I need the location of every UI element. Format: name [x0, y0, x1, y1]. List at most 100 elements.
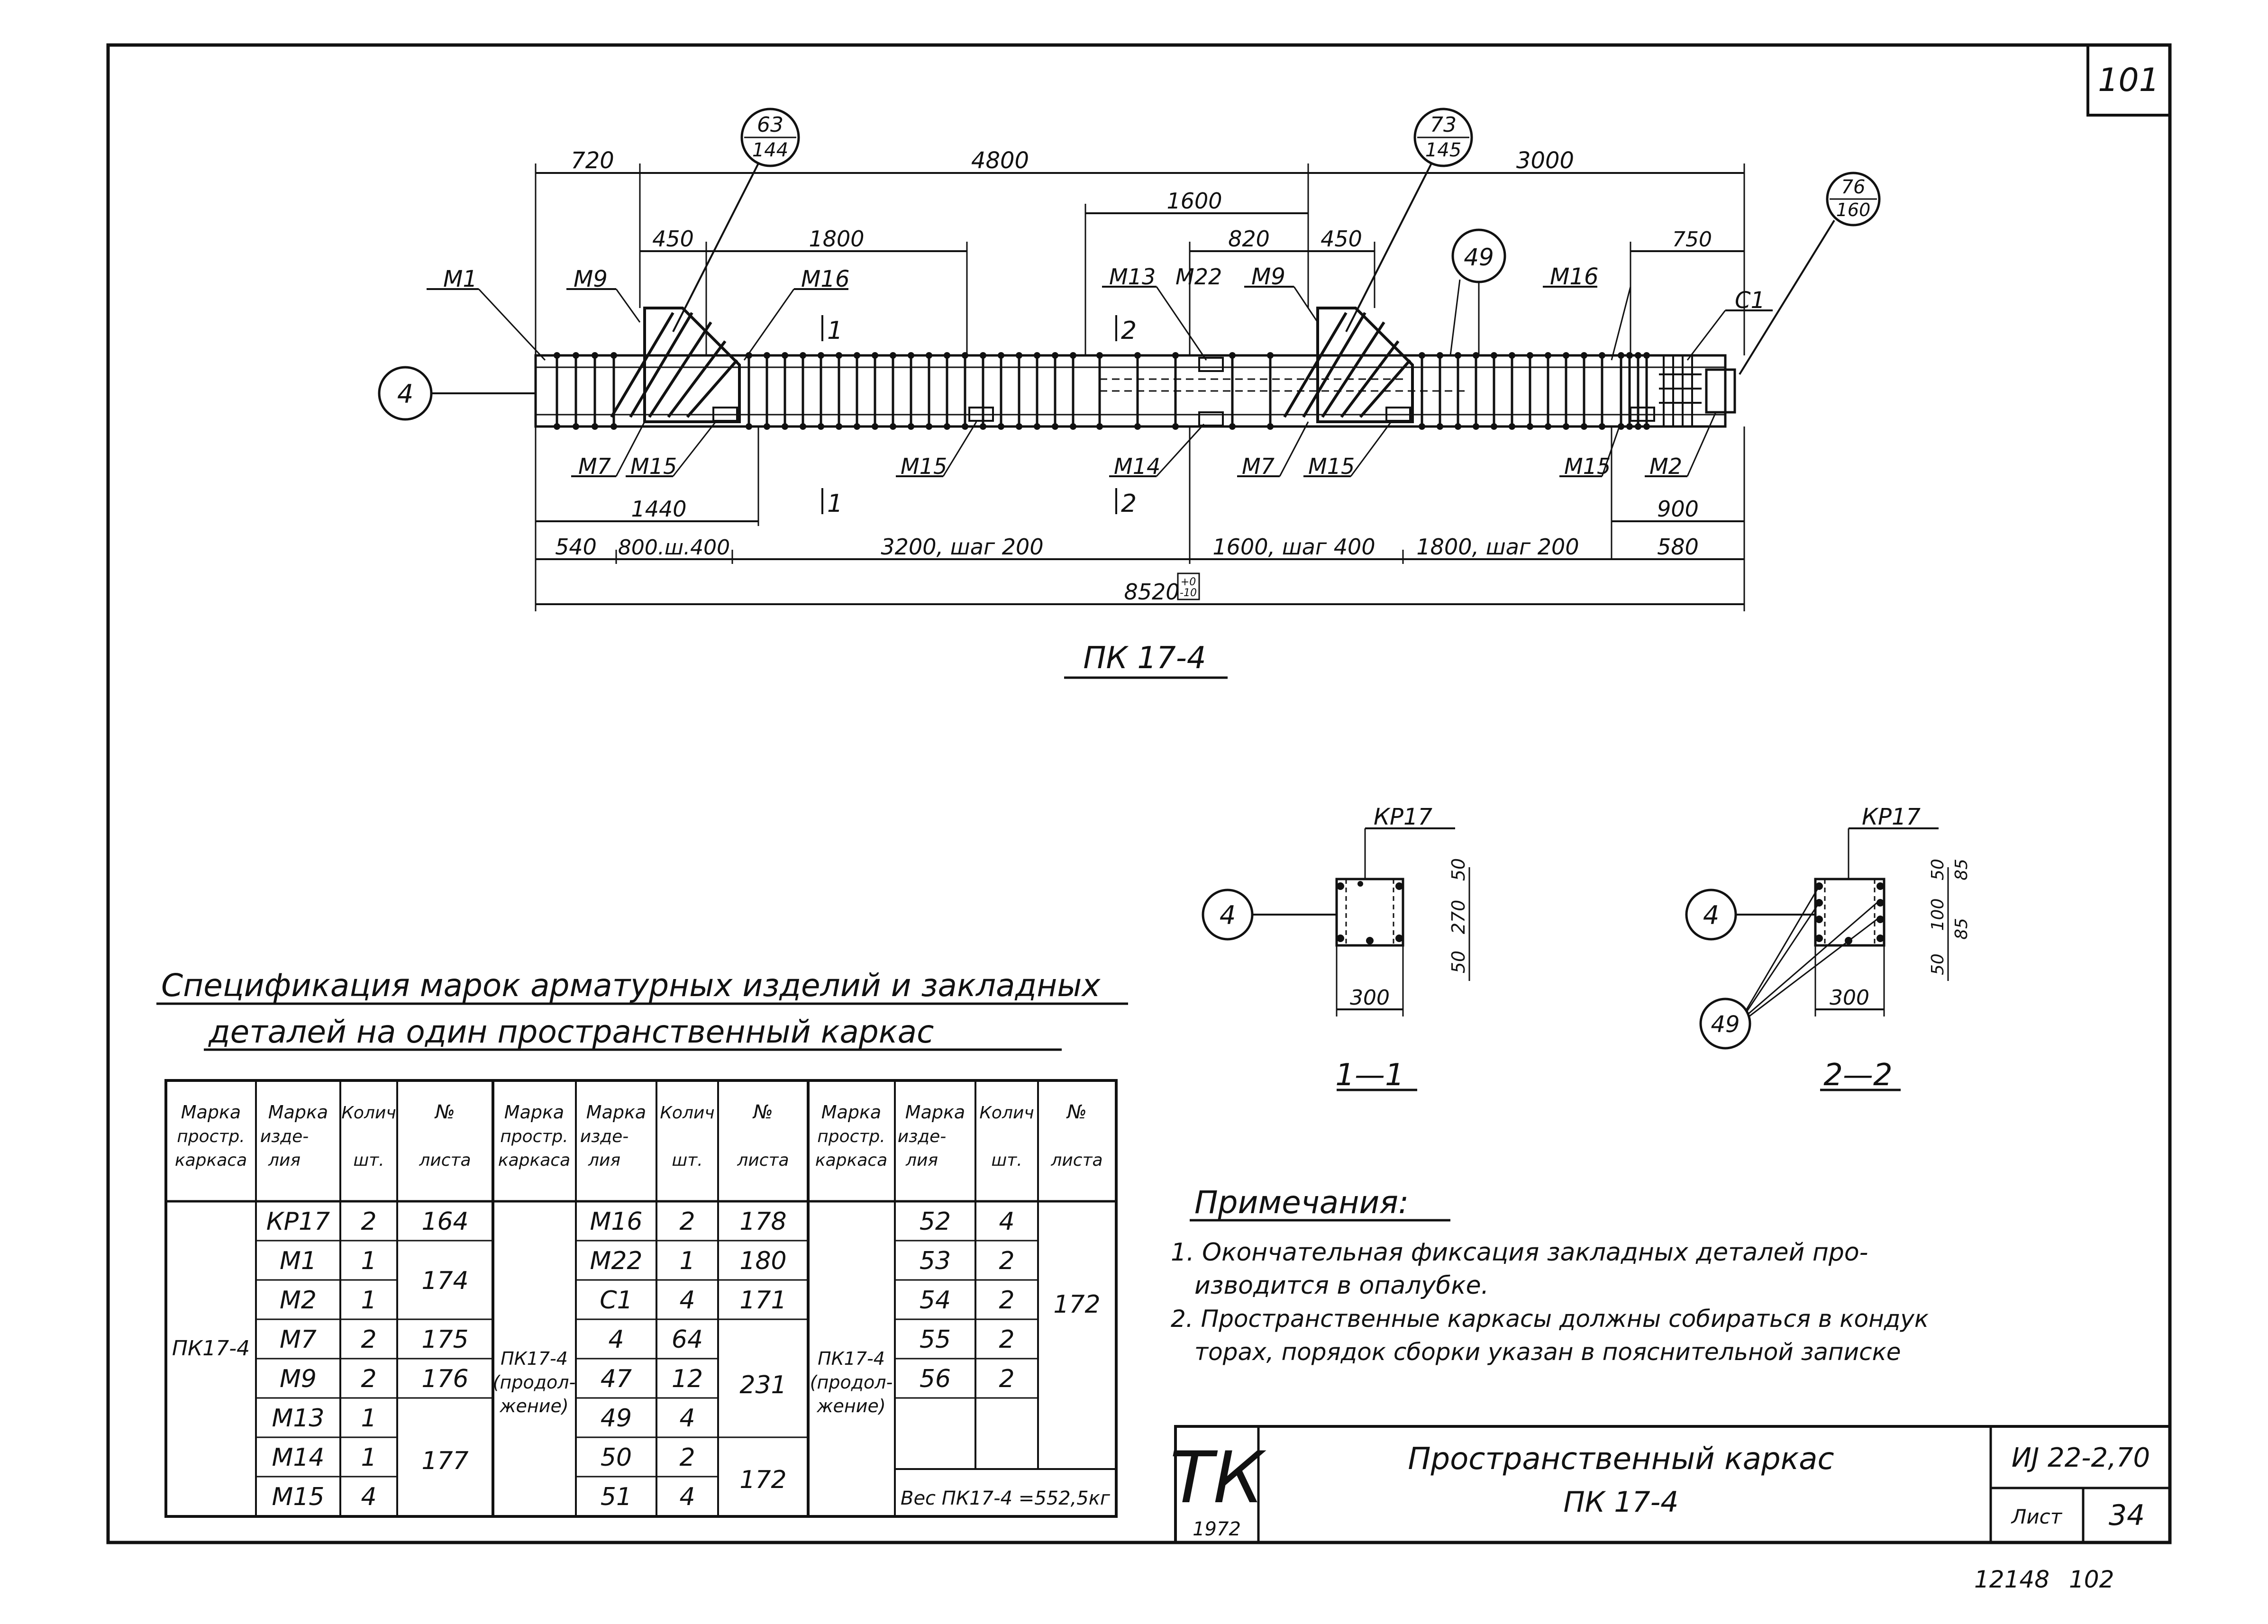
- bar-dot: [944, 352, 950, 359]
- callout-63-bottom: 144: [752, 139, 788, 161]
- bar-dot: [1437, 352, 1443, 359]
- bar-dot: [818, 423, 824, 430]
- cell-qty: 1: [679, 1247, 695, 1275]
- cell-mark: М1: [280, 1247, 317, 1275]
- bar-dot: [962, 423, 968, 430]
- note-1a: 1. Окончательная фиксация закладных дета…: [1171, 1238, 1868, 1267]
- bar-dot: [854, 352, 860, 359]
- s1-dim-270: 270: [1448, 900, 1469, 934]
- bar-dot: [1581, 423, 1587, 430]
- svg-text:М9: М9: [574, 266, 608, 292]
- bar-dot: [764, 352, 770, 359]
- svg-text:лия: лия: [268, 1151, 301, 1170]
- bar-dot: [926, 352, 932, 359]
- bar-dot: [1643, 423, 1650, 430]
- footer-page: 102: [2069, 1566, 2114, 1593]
- dim-4800: 4800: [971, 147, 1029, 174]
- svg-text:М16: М16: [801, 266, 850, 292]
- s1-callout: 4: [1220, 900, 1236, 930]
- bar-dot: [1052, 423, 1058, 430]
- bar-dot: [908, 423, 914, 430]
- s2-dim-85a: 85: [1952, 859, 1971, 880]
- cell-qty: 2: [999, 1286, 1014, 1315]
- block1-sheet-177: 177: [421, 1447, 468, 1475]
- bar-dot: [998, 423, 1004, 430]
- svg-text:С1: С1: [1735, 287, 1765, 314]
- s1-kp: КР17: [1374, 804, 1433, 830]
- s2-dim-50b: 50: [1928, 953, 1948, 975]
- block2-sheet-172: 172: [739, 1466, 786, 1494]
- bar-dot: [1034, 423, 1040, 430]
- cell-mark: 55: [920, 1325, 951, 1354]
- s2-title: 2—2: [1823, 1058, 1892, 1093]
- stamp-org: ТК: [1170, 1437, 1266, 1519]
- labels-top: М1 М9 М16 М13 М22 М9 М16 С1: [427, 263, 1773, 361]
- dim-1440: 1440: [631, 496, 686, 522]
- callout-49-text: 49: [1464, 244, 1494, 271]
- section-mark-1-top: 1: [827, 317, 843, 345]
- stamp-title1: Пространственный каркас: [1408, 1442, 1834, 1477]
- bar-dot: [592, 423, 598, 430]
- dim-1600-step: 1600, шаг 400: [1212, 534, 1375, 560]
- bar-dot: [1419, 423, 1425, 430]
- stamp-year: 1972: [1193, 1518, 1241, 1540]
- cell-mark: 56: [920, 1365, 951, 1393]
- bar-dot: [1635, 352, 1641, 359]
- cell-mark: С1: [600, 1286, 632, 1315]
- cell-sheet: 164: [421, 1207, 468, 1236]
- cell-qty: 2: [999, 1325, 1014, 1354]
- bar-dot: [1545, 352, 1551, 359]
- notes: Примечания: 1. Окончательная фиксация за…: [1171, 1184, 1929, 1366]
- labels-bottom: М7 М15 М15 М14 М7 М15 М15 М2: [571, 412, 1717, 479]
- bar-dot: [1070, 423, 1076, 430]
- svg-text:М2: М2: [1649, 454, 1682, 479]
- note-1b: изводится в опалубке.: [1194, 1271, 1489, 1300]
- bar-dot: [1016, 352, 1022, 359]
- svg-text:М15: М15: [901, 454, 947, 479]
- bar-dot: [818, 352, 824, 359]
- dim-800: 800.ш.400: [618, 535, 730, 560]
- block3-frame-1: (продол-: [810, 1372, 893, 1393]
- cell-mark: 53: [920, 1247, 951, 1275]
- bar-dot: [872, 423, 878, 430]
- s2-dim-100: 100: [1928, 898, 1948, 931]
- bar-dot: [1437, 423, 1443, 430]
- callout-4-text: 4: [397, 379, 413, 409]
- bar-dot: [746, 352, 752, 359]
- cell-mark: 52: [920, 1207, 951, 1236]
- cell-mark: 4: [608, 1325, 624, 1354]
- bar-dot: [1267, 423, 1274, 430]
- bar-dot: [1134, 352, 1141, 359]
- svg-text:лия: лия: [905, 1151, 938, 1170]
- block3-sheet-172: 172: [1053, 1290, 1100, 1319]
- cell-qty: 2: [679, 1207, 695, 1236]
- block2-frame-2: жение): [499, 1396, 568, 1416]
- dim-540: 540: [555, 534, 597, 560]
- bar-dot: [1096, 423, 1103, 430]
- cell-qty: 2: [679, 1443, 695, 1472]
- sheet-number-box: [2086, 44, 2171, 117]
- bar-dot: [1455, 352, 1461, 359]
- spec-headers: Марка простр. каркаса Марка изде- лия Ко…: [175, 1101, 1103, 1170]
- callout-76-bottom: 160: [1836, 200, 1871, 220]
- bar-dot: [1563, 352, 1569, 359]
- svg-text:№: №: [1066, 1101, 1087, 1123]
- bar-dot: [1473, 423, 1479, 430]
- cell-mark: М16: [590, 1207, 642, 1236]
- block1-sheet-174: 174: [421, 1267, 468, 1295]
- bar-dot: [764, 423, 770, 430]
- notes-title: Примечания:: [1194, 1184, 1409, 1221]
- bar-dot: [944, 423, 950, 430]
- cell-mark: М22: [590, 1247, 642, 1275]
- bar-dot: [1419, 352, 1425, 359]
- cell-qty: 2: [999, 1365, 1014, 1393]
- svg-text:Марка: Марка: [181, 1102, 241, 1123]
- tolerance-box: [1177, 572, 1200, 600]
- cell-mark: М13: [272, 1404, 324, 1433]
- bar-dot: [926, 423, 932, 430]
- bar-dot: [1643, 352, 1650, 359]
- cell-qty: 1: [361, 1404, 376, 1433]
- cell-qty: 64: [672, 1325, 703, 1354]
- s1-title: 1—1: [1335, 1058, 1404, 1093]
